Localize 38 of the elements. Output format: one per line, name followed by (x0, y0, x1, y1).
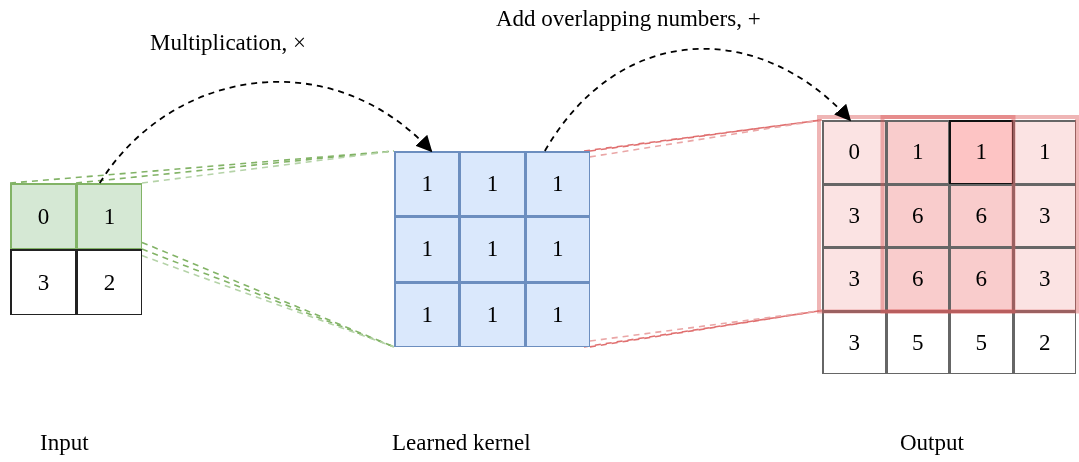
grid (822, 120, 1076, 374)
grid-cell: 1 (949, 120, 1014, 185)
grid-cell: 1 (459, 151, 526, 218)
curved-arrow (98, 81, 433, 184)
grid-cell: 3 (1012, 183, 1076, 248)
grid-cell: 0 (822, 120, 887, 185)
grid-cell: 1 (885, 120, 950, 185)
grid-cell: 5 (885, 310, 950, 374)
grid-cell: 6 (949, 247, 1014, 312)
grid-cell: 1 (524, 281, 590, 347)
grid-cell: 2 (76, 249, 142, 315)
curved-arrow (543, 48, 852, 152)
grid-cell: 5 (949, 310, 1014, 374)
grid-cell: 1 (459, 281, 526, 347)
caption: Input (40, 430, 89, 456)
grid-cell: 6 (885, 247, 950, 312)
grid-cell: 1 (524, 216, 590, 283)
grid-cell: 1 (394, 151, 461, 218)
grid (10, 183, 142, 315)
grid-cell: 3 (1012, 247, 1076, 312)
grid-cell: 3 (822, 310, 887, 374)
grid-cell: 2 (1012, 310, 1076, 374)
grid-cell: 1 (394, 216, 461, 283)
grid-cell: 3 (10, 249, 77, 315)
grid-cell: 1 (76, 183, 142, 250)
caption: Learned kernel (392, 430, 531, 456)
grid-cell: 3 (822, 247, 887, 312)
grid-cell: 6 (949, 183, 1014, 248)
grid-cell: 1 (394, 281, 461, 347)
grid-cell: 1 (459, 216, 526, 283)
grid-cell: 1 (524, 151, 590, 218)
caption: Output (900, 430, 964, 456)
projection-line (589, 119, 823, 158)
grid-cell: 3 (822, 183, 887, 248)
grid-cell: 0 (10, 183, 77, 250)
grid-cell: 1 (1012, 120, 1076, 185)
projection-line (589, 309, 823, 342)
grid (394, 151, 590, 347)
